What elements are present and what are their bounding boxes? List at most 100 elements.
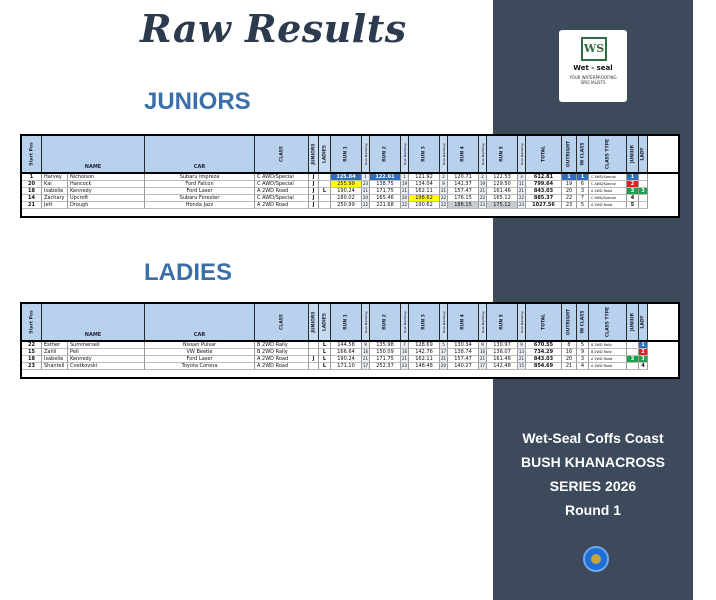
header-r2k: Run Ranking <box>401 304 409 340</box>
header-r4: RUN 4 <box>448 136 479 172</box>
header-label: LADY <box>640 147 646 161</box>
cell-r1: 250.99 <box>331 202 362 209</box>
cell-last: Nicholson <box>68 174 145 181</box>
header-label: JUNIOR <box>630 312 635 332</box>
cell-r5k: 21 <box>518 356 526 363</box>
cell-r5: 129.50 <box>487 181 518 188</box>
cell-pos: 20 <box>22 181 42 188</box>
cell-r3: 198.62 <box>409 195 440 202</box>
cell-pos: 22 <box>22 342 42 349</box>
cell-r1k: 1 <box>362 174 370 181</box>
cell-junior: J <box>309 188 319 195</box>
cell-jr: 2 <box>627 181 639 188</box>
wet-seal-logo-mark: WS <box>581 37 607 61</box>
cell-outright: 22 <box>562 195 577 202</box>
cell-inclass: 5 <box>577 342 589 349</box>
cell-inclass: 5 <box>577 202 589 209</box>
header-r5: RUN 5 <box>487 304 518 340</box>
header-inclass: IN CLASS <box>577 304 589 340</box>
cell-r3: 128.69 <box>409 342 440 349</box>
cell-car: Honda Jazz <box>145 202 255 209</box>
header-label: Run Ranking <box>402 311 407 333</box>
cell-first: Zahli <box>42 349 68 356</box>
header-r5k: Run Ranking <box>518 136 526 172</box>
cell-r1k: 21 <box>362 188 370 195</box>
cell-r2k: 23 <box>401 363 409 370</box>
cell-r2: 171.75 <box>370 188 401 195</box>
cell-r4k: 2 <box>479 174 487 181</box>
cell-r3: 162.11 <box>409 188 440 195</box>
cell-ctype: B 2WD Rally <box>589 349 627 356</box>
cell-r2: 150.09 <box>370 349 401 356</box>
cell-junior: J <box>309 356 319 363</box>
header-r5k: Run Ranking <box>518 304 526 340</box>
cell-r2k: 7 <box>401 342 409 349</box>
cell-r2: 138.75 <box>370 181 401 188</box>
cell-r1k: 22 <box>362 202 370 209</box>
cell-r2: 135.98 <box>370 342 401 349</box>
cell-r3: 134.04 <box>409 181 440 188</box>
header-label: CLASS TYPE <box>605 138 610 170</box>
header-label: NAME <box>84 164 102 170</box>
cell-total: 854.69 <box>526 363 562 370</box>
header-label: Start Pos <box>29 310 34 334</box>
cell-r1k: 17 <box>362 363 370 370</box>
cell-lr <box>639 174 648 181</box>
cell-car: Toyota Corona <box>145 363 255 370</box>
cell-lady <box>319 195 331 202</box>
header-label: RUN 3 <box>421 146 427 162</box>
cell-r1k: 21 <box>362 356 370 363</box>
cell-total: 1027.56 <box>526 202 562 209</box>
cell-lady: L <box>319 349 331 356</box>
cell-junior: J <box>309 174 319 181</box>
cell-inclass: 9 <box>577 349 589 356</box>
header-r1: RUN 1 <box>331 136 362 172</box>
cell-last: Kennedy <box>68 188 145 195</box>
header-junior: JUNIORS <box>309 304 319 340</box>
header-r4: RUN 4 <box>448 304 479 340</box>
cell-r3k: 22 <box>440 202 448 209</box>
header-car: CAR <box>145 136 255 172</box>
cell-r4: 176.15 <box>448 195 479 202</box>
header-label: CLASS <box>279 146 284 162</box>
cell-lr <box>639 181 648 188</box>
series-info: Wet-Seal Coffs Coast BUSH KHANACROSS SER… <box>493 428 693 524</box>
cell-lr <box>639 195 648 202</box>
cell-outright: 19 <box>562 181 577 188</box>
wet-seal-logo-tagline: YOUR WATERPROOFING SPECIALISTS <box>569 75 617 85</box>
cell-jr <box>627 342 639 349</box>
header-r2: RUN 2 <box>370 304 401 340</box>
header-label: RUN 2 <box>382 146 388 162</box>
cell-ctype: A 2WD Road <box>589 202 627 209</box>
cell-r4k: 21 <box>479 356 487 363</box>
header-jr: JUNIOR <box>627 304 639 340</box>
header-label: CLASS <box>279 314 284 330</box>
header-label: RUN 1 <box>343 314 349 330</box>
cell-r1k: 20 <box>362 195 370 202</box>
cell-jr <box>627 363 639 370</box>
cell-car: Subaru Forester <box>145 195 255 202</box>
header-lr: LADY <box>639 136 648 172</box>
header-label: Run Ranking <box>363 311 368 333</box>
header-label: CAR <box>193 332 206 338</box>
cell-r4k: 23 <box>479 202 487 209</box>
header-class: CLASS <box>255 304 309 340</box>
cell-outright: 16 <box>562 349 577 356</box>
cell-r3k: 9 <box>440 181 448 188</box>
cell-ctype: A 2WD Road <box>589 356 627 363</box>
cell-total: 734.29 <box>526 349 562 356</box>
cell-jr <box>627 349 639 356</box>
cell-r2k: 20 <box>401 195 409 202</box>
cell-last: Pell <box>68 349 145 356</box>
cell-r2k: 21 <box>401 188 409 195</box>
header-label: IN CLASS <box>580 310 585 334</box>
header-r3k: Run Ranking <box>440 136 448 172</box>
cell-r3: 190.62 <box>409 202 440 209</box>
header-label: OUTRIGHT <box>566 308 572 336</box>
cell-total: 612.81 <box>526 174 562 181</box>
header-r3k: Run Ranking <box>440 304 448 340</box>
